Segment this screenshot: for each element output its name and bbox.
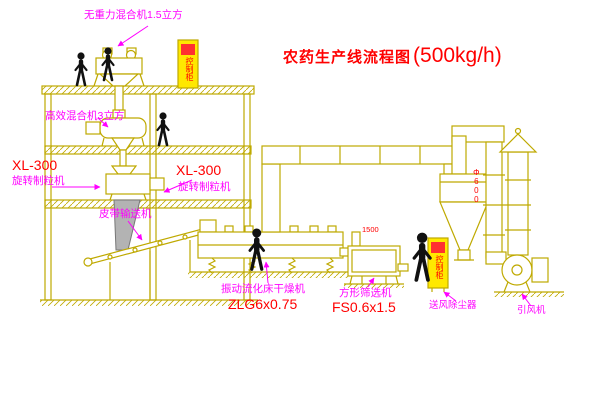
diagram-title: 农药生产线流程图 (500kg/h) — [283, 44, 502, 68]
label-square-sieve-model: FS0.6x1.5 — [332, 299, 396, 315]
label-gravity-free-mixer: 无重力混合机1.5立方 — [84, 9, 183, 21]
worker-figure — [156, 111, 170, 147]
label-air-dust-collector: 送风除尘器 — [429, 300, 477, 311]
label-leader-lines — [52, 25, 532, 307]
label-control-cabinet-top: 控制柜 — [185, 57, 194, 81]
label-control-cabinet-right: 控制柜 — [435, 255, 444, 279]
diagram-title-capacity: (500kg/h) — [413, 44, 502, 67]
label-high-efficiency-mixer: 高效混合机3立方 — [45, 110, 125, 122]
label-square-sieve: 方形筛选机 — [339, 287, 392, 299]
label-fluid-bed-dryer-model: ZLG6x0.75 — [228, 296, 298, 312]
gravity-free-mixer — [93, 47, 145, 113]
label-duct-diameter: Φ600 — [471, 168, 481, 204]
label-sieve-note: 1500 — [362, 225, 379, 234]
label-belt-conveyor: 皮带输送机 — [99, 208, 152, 220]
diagram-title-text: 农药生产线流程图 — [283, 49, 412, 66]
square-sieve — [344, 231, 409, 288]
label-granulator-center-model: XL-300 — [176, 162, 222, 178]
induced-draft-fan — [494, 254, 564, 297]
label-induced-draft-fan: 引风机 — [517, 305, 546, 316]
control-cabinet-right — [427, 237, 449, 292]
label-granulator-left-model: XL-300 — [12, 157, 58, 173]
exhaust-duct — [261, 145, 463, 233]
label-fluid-bed-dryer: 振动流化床干燥机 — [221, 283, 305, 295]
building-frame — [40, 85, 258, 306]
label-granulator-center-name: 旋转制粒机 — [178, 181, 231, 193]
exhaust-stack — [498, 127, 538, 256]
control-cabinet-top — [177, 39, 199, 89]
rotary-granulator — [105, 165, 165, 201]
fluid-bed-dryer — [188, 219, 352, 278]
label-granulator-left-name: 旋转制粒机 — [12, 175, 65, 187]
worker-figure — [74, 51, 88, 87]
belt-conveyor — [83, 225, 211, 300]
high-efficiency-mixer — [85, 109, 147, 167]
fan-inlet-duct — [483, 141, 507, 265]
